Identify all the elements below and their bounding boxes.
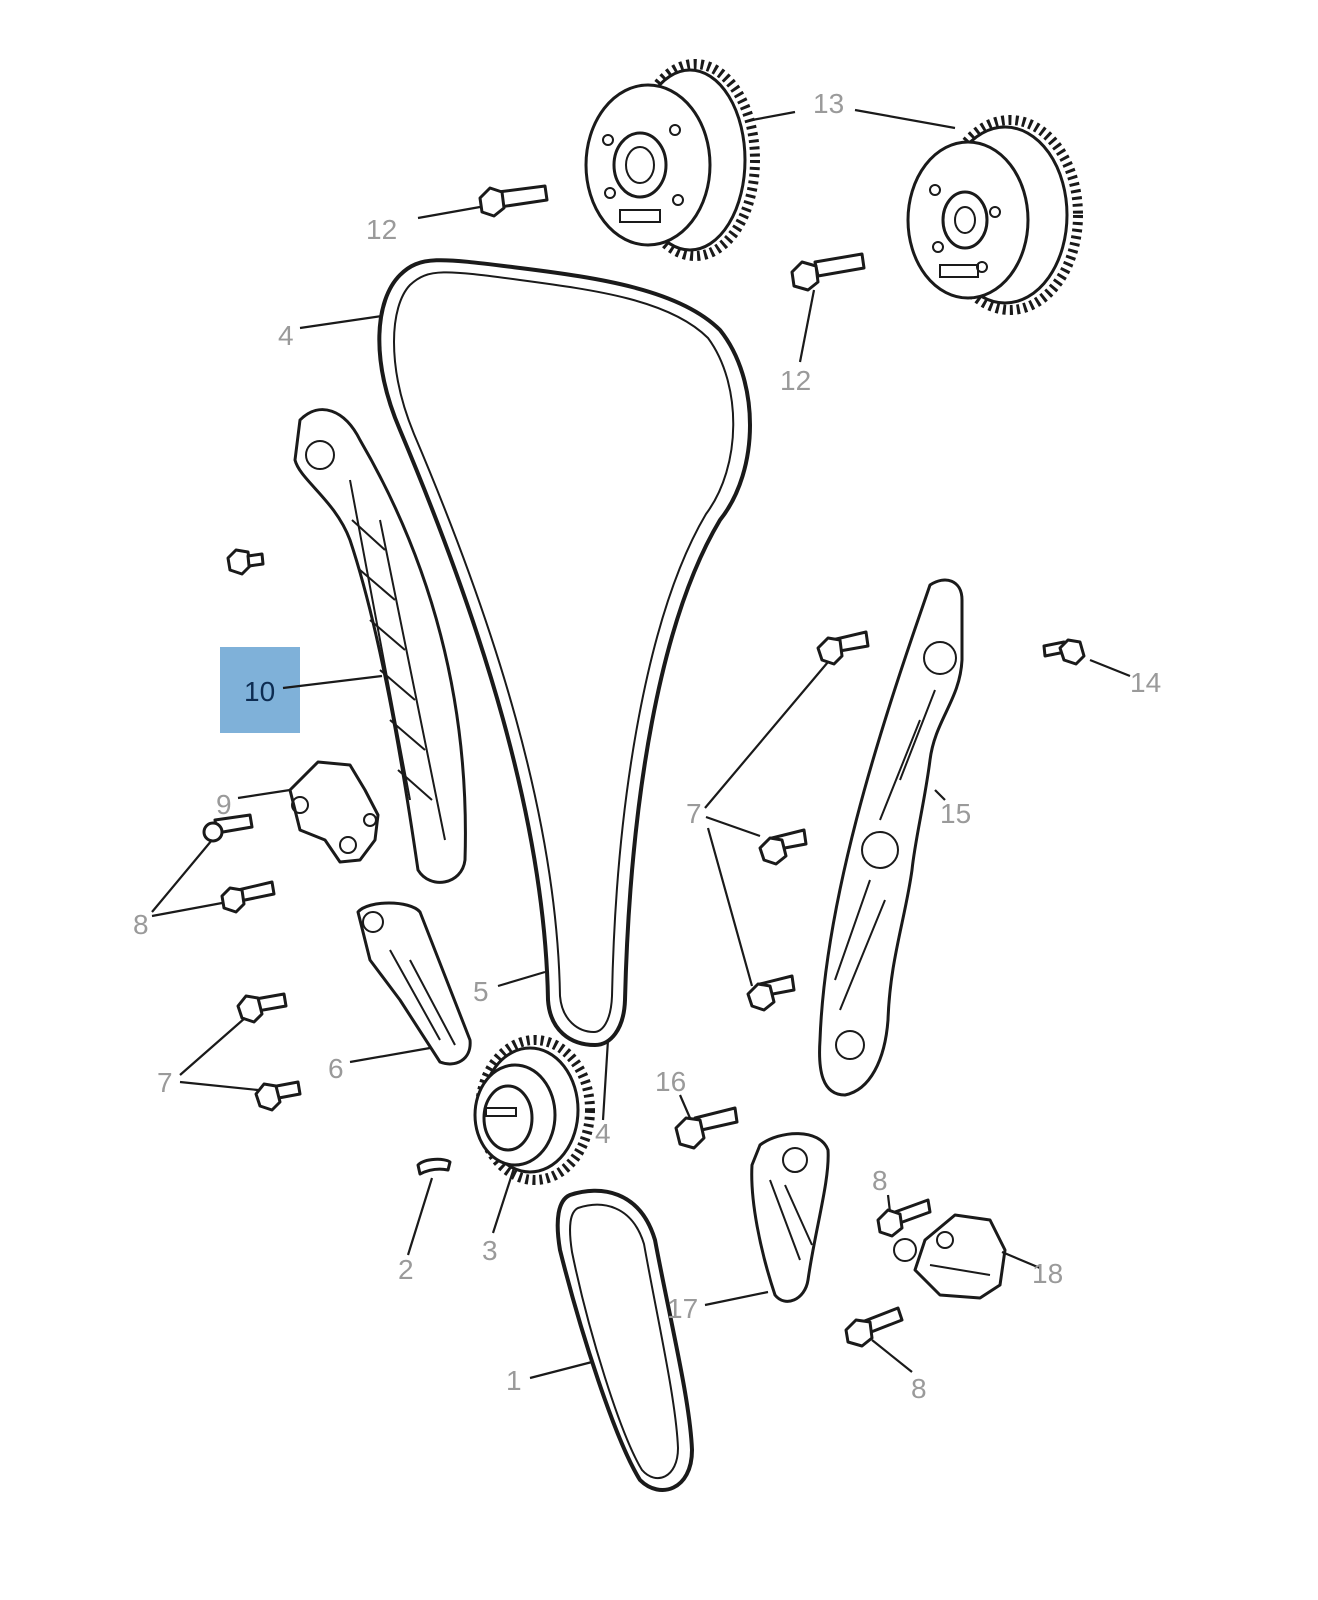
oil-pump-chain[interactable] bbox=[555, 1188, 694, 1492]
leader-lines bbox=[151, 108, 1131, 1380]
chain-guide-right[interactable] bbox=[818, 578, 964, 1097]
camshaft-sprocket-exhaust[interactable] bbox=[906, 115, 1083, 315]
bolt-12-lower[interactable] bbox=[790, 252, 866, 292]
bolt-8-upper-left[interactable] bbox=[202, 813, 254, 843]
timing-chain[interactable] bbox=[377, 258, 752, 1047]
callout-8-left: 8 bbox=[133, 909, 149, 940]
callout-10-highlight bbox=[220, 647, 300, 733]
bolt-7-top-right[interactable] bbox=[816, 630, 870, 666]
bolt-16[interactable] bbox=[674, 1106, 739, 1150]
bolt-7-lower-left[interactable] bbox=[254, 1080, 302, 1112]
callout-17: 17 bbox=[667, 1293, 698, 1324]
callout-16: 16 bbox=[655, 1066, 686, 1097]
bolt-7-bottom-right[interactable] bbox=[746, 974, 796, 1012]
bolt-guide-small[interactable] bbox=[226, 548, 265, 576]
callout-5: 5 bbox=[473, 976, 489, 1007]
camshaft-sprocket-intake[interactable] bbox=[584, 59, 760, 261]
bolt-8-upper-right[interactable] bbox=[876, 1198, 932, 1238]
callout-13: 13 bbox=[813, 88, 844, 119]
chain-guide-lower[interactable] bbox=[356, 901, 472, 1066]
callout-6: 6 bbox=[328, 1053, 344, 1084]
callout-18: 18 bbox=[1032, 1258, 1063, 1289]
callout-8-right-lower: 8 bbox=[911, 1373, 927, 1404]
callout-4-upper: 4 bbox=[278, 320, 294, 351]
callout-1: 1 bbox=[506, 1365, 522, 1396]
bolt-7-middle-right[interactable] bbox=[758, 828, 808, 866]
callout-7-left: 7 bbox=[157, 1067, 173, 1098]
callout-8-right-upper: 8 bbox=[872, 1165, 888, 1196]
callout-12-upper: 12 bbox=[366, 214, 397, 245]
callout-9: 9 bbox=[216, 789, 232, 820]
oil-pump-chain-guide[interactable] bbox=[750, 1132, 830, 1303]
callout-15: 15 bbox=[940, 798, 971, 829]
callout-4-lower: 4 bbox=[595, 1118, 611, 1149]
bolt-12-upper[interactable] bbox=[478, 184, 549, 218]
chain-guide-left[interactable] bbox=[293, 408, 467, 884]
callout-12-lower: 12 bbox=[780, 365, 811, 396]
callout-10: 10 bbox=[244, 676, 275, 707]
bolt-8-lower-left[interactable] bbox=[220, 880, 276, 914]
callout-14: 14 bbox=[1130, 667, 1161, 698]
crankshaft-sprocket[interactable] bbox=[473, 1035, 595, 1185]
bolt-14[interactable] bbox=[1042, 638, 1086, 666]
bolt-7-upper-left[interactable] bbox=[236, 992, 288, 1024]
callout-7-right: 7 bbox=[686, 798, 702, 829]
callout-2: 2 bbox=[398, 1254, 414, 1285]
chain-tensioner-lower[interactable] bbox=[893, 1213, 1007, 1300]
chain-tensioner-upper[interactable] bbox=[288, 760, 380, 864]
woodruff-key[interactable] bbox=[416, 1157, 452, 1176]
callout-3: 3 bbox=[482, 1235, 498, 1266]
bolt-8-lower-right[interactable] bbox=[844, 1306, 904, 1348]
